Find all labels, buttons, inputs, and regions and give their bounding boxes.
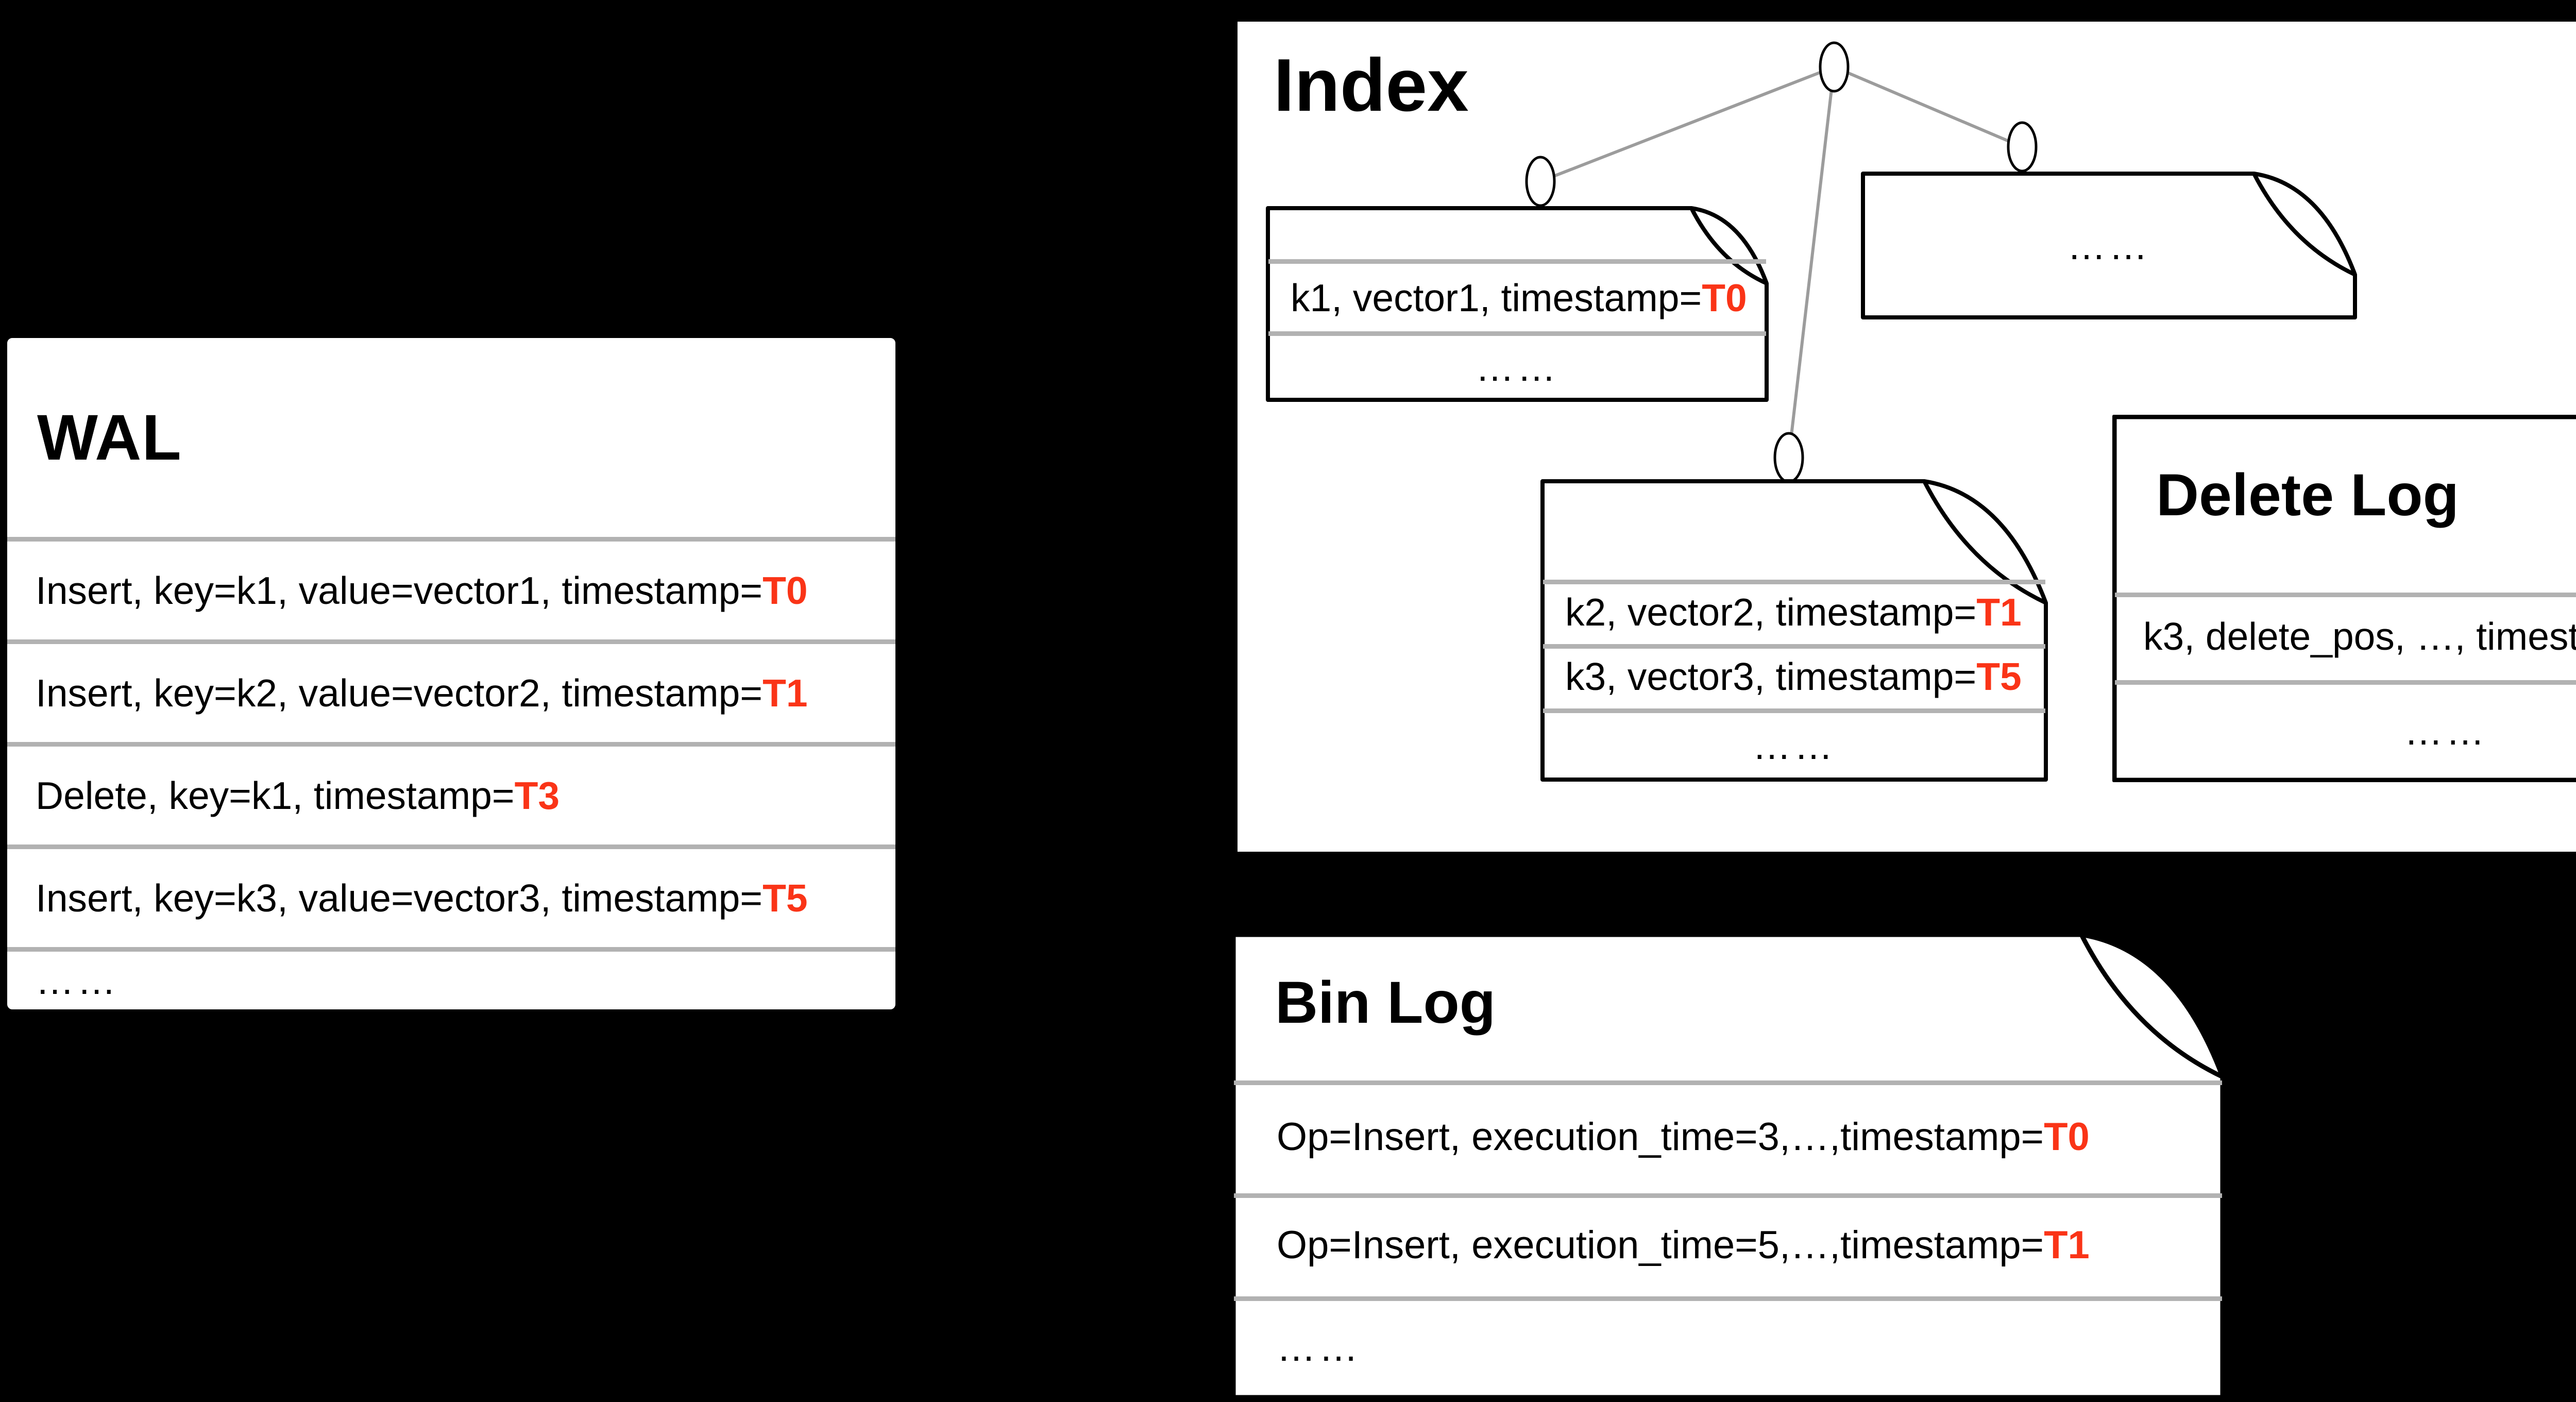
index-title: Index — [1274, 43, 1469, 127]
segment-row-text: k3, vector3, timestamp= — [1565, 654, 1977, 698]
bin-log-row-text: Op=Insert, execution_time=3,…,timestamp= — [1277, 1115, 2044, 1159]
file-outline-dogear — [1231, 933, 2225, 1399]
bin-log-row-timestamp: T0 — [2044, 1115, 2090, 1159]
wal-row-text: Insert, key=k2, value=vector2, timestamp… — [36, 671, 763, 715]
wal-row-delete-k1: Delete, key=k1, timestamp=T3 — [7, 742, 895, 844]
separator-line — [1543, 580, 2045, 584]
ellipsis-text: …… — [2404, 710, 2488, 753]
segment-row-ellipsis: …… — [1266, 336, 1769, 399]
segment-row-timestamp: T5 — [1976, 654, 2022, 698]
bin-log-row-2: Op=Insert, execution_time=5,…,timestamp=… — [1231, 1198, 2225, 1292]
bin-log-box: Bin Log Op=Insert, execution_time=3,…,ti… — [1231, 933, 2225, 1399]
ellipsis-text: …… — [1752, 723, 1836, 767]
separator-line — [1234, 1296, 2222, 1301]
delete-log-row: k3, delete_pos, …, timestamp=T3 — [2112, 597, 2576, 675]
separator-line — [1268, 259, 1766, 264]
wal-row-ellipsis: …… — [7, 947, 895, 1009]
file-outline-dogear — [2112, 415, 2576, 782]
delete-log-box: Delete Log k3, delete_pos, …, timestamp=… — [2112, 415, 2576, 782]
ellipsis-text: …… — [36, 959, 119, 1002]
separator-line — [1543, 644, 2045, 649]
wal-row-insert-k2: Insert, key=k2, value=vector2, timestamp… — [7, 639, 895, 742]
segment-row-k3: k3, vector3, timestamp=T5 — [1540, 649, 2048, 704]
ellipsis-text: …… — [1277, 1325, 1361, 1370]
wal-row-timestamp: T1 — [762, 671, 808, 715]
segment-row-text: k1, vector1, timestamp= — [1291, 276, 1702, 319]
wal-row-timestamp: T0 — [762, 569, 808, 612]
separator-line — [1543, 708, 2045, 713]
file-outline-dogear — [1861, 172, 2357, 319]
bin-log-row-ellipsis: …… — [1231, 1301, 2225, 1394]
wal-row-text: Delete, key=k1, timestamp= — [36, 774, 515, 817]
separator-line — [2115, 680, 2576, 685]
file-outline-dogear — [1266, 206, 1769, 402]
bin-log-row-1: Op=Insert, execution_time=3,…,timestamp=… — [1231, 1085, 2225, 1189]
index-segment-file-k1: k1, vector1, timestamp=T0 …… — [1266, 206, 1769, 402]
index-segment-file-k2-k3: k2, vector2, timestamp=T1 k3, vector3, t… — [1540, 479, 2048, 782]
bin-log-title: Bin Log — [1275, 970, 1496, 1036]
wal-row-text: Insert, key=k3, value=vector3, timestamp… — [36, 876, 763, 920]
wal-row-timestamp: T5 — [762, 876, 808, 920]
segment-row-ellipsis: …… — [1861, 172, 2357, 319]
delete-log-title: Delete Log — [2156, 462, 2459, 528]
separator-line — [1234, 1193, 2222, 1198]
wal-row-insert-k3: Insert, key=k3, value=vector3, timestamp… — [7, 844, 895, 947]
wal-row-text: Insert, key=k1, value=vector1, timestamp… — [36, 569, 763, 612]
bin-log-row-text: Op=Insert, execution_time=5,…,timestamp= — [1277, 1223, 2044, 1267]
separator-line — [2115, 593, 2576, 597]
segment-row-timestamp: T0 — [1702, 276, 1747, 319]
wal-row-timestamp: T3 — [514, 774, 560, 817]
wal-title: WAL — [37, 401, 182, 474]
segment-row-k1: k1, vector1, timestamp=T0 — [1266, 264, 1769, 331]
separator-line — [1268, 331, 1766, 336]
segment-row-k2: k2, vector2, timestamp=T1 — [1540, 584, 2048, 639]
wal-box: WAL Insert, key=k1, value=vector1, times… — [4, 335, 899, 1012]
ellipsis-text: …… — [1476, 346, 1559, 389]
segment-row-ellipsis: …… — [1540, 713, 2048, 778]
bin-log-row-timestamp: T1 — [2044, 1223, 2090, 1267]
wal-row-insert-k1: Insert, key=k1, value=vector1, timestamp… — [7, 537, 895, 639]
delete-log-row-ellipsis: …… — [2112, 685, 2576, 778]
index-segment-file-other: …… — [1861, 172, 2357, 319]
separator-line — [1234, 1080, 2222, 1085]
segment-row-text: k2, vector2, timestamp= — [1565, 590, 1977, 634]
delete-log-row-text: k3, delete_pos, …, timestamp= — [2143, 615, 2576, 658]
segment-row-timestamp: T1 — [1976, 590, 2022, 634]
file-outline-dogear — [1540, 479, 2048, 782]
ellipsis-text: …… — [2067, 224, 2151, 267]
